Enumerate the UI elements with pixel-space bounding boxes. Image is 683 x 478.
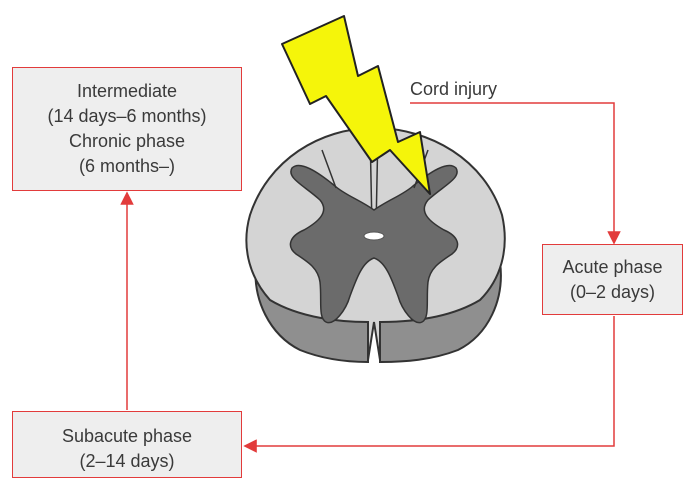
- chronic-duration: (6 months–): [79, 154, 175, 179]
- acute-title: Acute phase: [562, 255, 662, 280]
- subacute-phase-box: Subacute phase (2–14 days): [12, 411, 242, 478]
- central-canal: [364, 232, 384, 240]
- intermediate-duration: (14 days–6 months): [47, 104, 206, 129]
- subacute-duration: (2–14 days): [79, 449, 174, 474]
- cord-injury-label: Cord injury: [410, 77, 497, 101]
- acute-duration: (0–2 days): [570, 280, 655, 305]
- intermediate-chronic-phase-box: Intermediate (14 days–6 months) Chronic …: [12, 67, 242, 191]
- chronic-title: Chronic phase: [69, 129, 185, 154]
- spinal-cord-illustration: [246, 128, 504, 362]
- subacute-title: Subacute phase: [62, 424, 192, 449]
- intermediate-title: Intermediate: [77, 79, 177, 104]
- acute-phase-box: Acute phase (0–2 days): [542, 244, 683, 315]
